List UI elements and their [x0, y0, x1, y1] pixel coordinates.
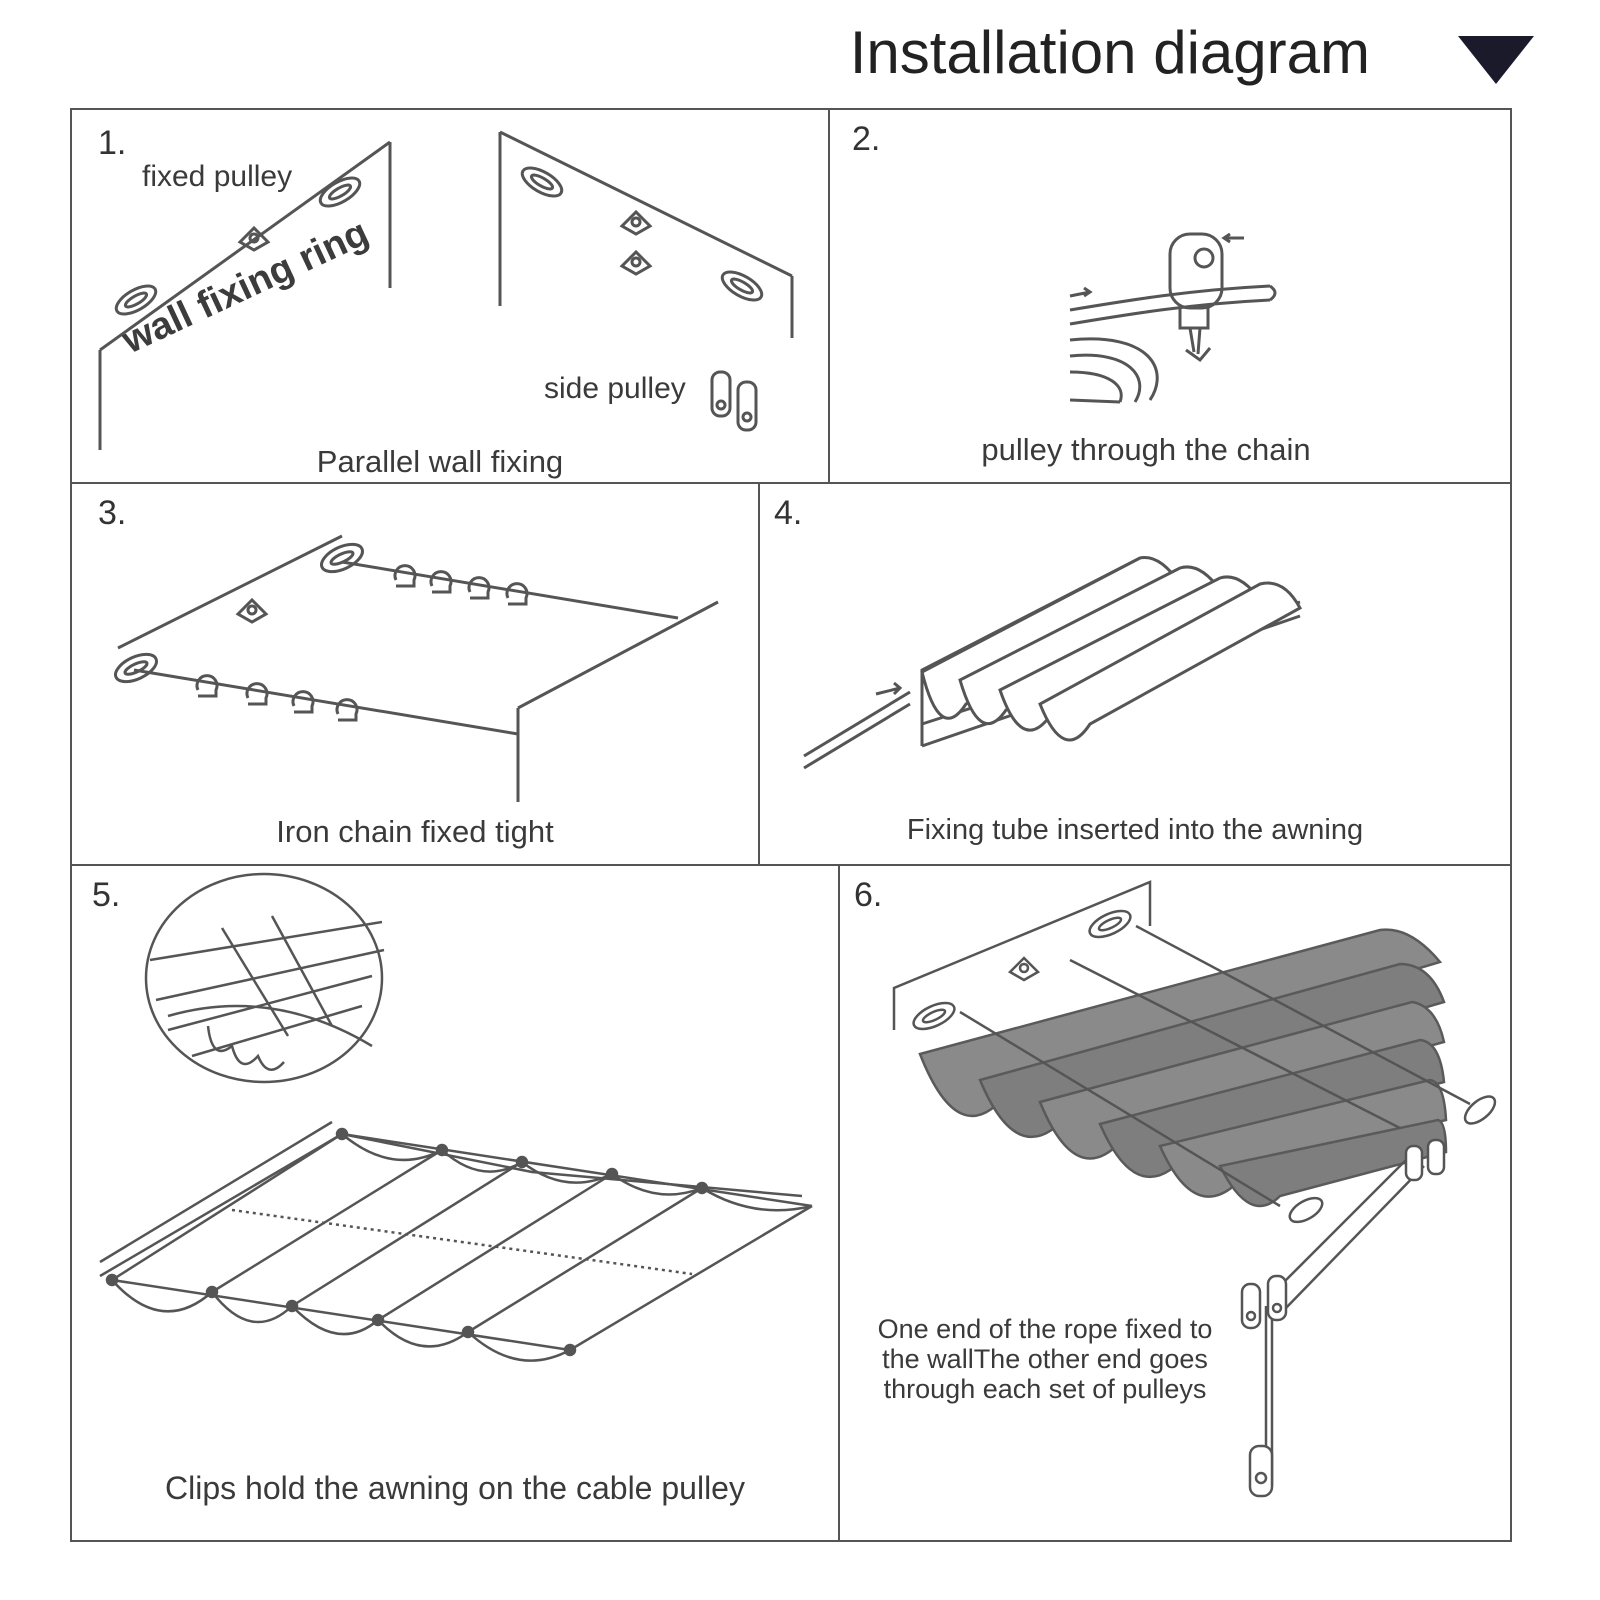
side-pulley-icon [710, 370, 758, 432]
step-caption: Parallel wall fixing [316, 444, 564, 479]
iron-chain-illustration [114, 534, 719, 802]
rope-pulley-illustration [892, 880, 1497, 1498]
rope-note-line: the wallThe other end goes [882, 1344, 1208, 1374]
clips-illustration [99, 872, 813, 1362]
header: Installation diagram [0, 0, 1600, 108]
fixed-pulley-icon [235, 597, 269, 624]
step-2-panel: 2. pulley through the chain [828, 108, 1512, 484]
diagram-title: Installation diagram [849, 19, 1370, 86]
step-4-panel: 4. Fixing tube inserted into the awning [758, 482, 1512, 866]
step-caption: Fixing tube inserted into the awning [906, 814, 1364, 846]
pulley-icon [1168, 232, 1224, 363]
fixed-pulley-icon [237, 209, 653, 276]
step-number: 2. [852, 120, 881, 158]
fixed-pulley-icon [1007, 956, 1041, 982]
step-number: 4. [774, 494, 803, 532]
rope-note-line: One end of the rope fixed to [877, 1314, 1213, 1344]
side-pulley-label: side pulley [544, 372, 686, 405]
wall-fixing-ring-icon [114, 542, 364, 684]
chain-clip-icon [195, 564, 529, 722]
wall-fixing-ring-icon [114, 166, 764, 316]
step-number: 6. [854, 876, 883, 914]
step-1-panel: 1. fixed [70, 108, 830, 484]
rope-note: One end of the rope fixed to the wallThe… [850, 1314, 1240, 1404]
side-pulley-icon [1240, 1138, 1446, 1498]
down-triangle-icon [1458, 36, 1534, 84]
awning-fold-icon [920, 556, 1303, 742]
fixing-tube-illustration [803, 556, 1303, 770]
magnifier-detail-icon [144, 872, 385, 1084]
step-3-panel: 3. [70, 482, 760, 866]
fixed-pulley-label: fixed pulley [142, 160, 293, 193]
clip-icon [105, 1127, 709, 1357]
wall-fixing-illustration [98, 130, 794, 450]
rope-note-line: through each set of pulleys [883, 1374, 1207, 1404]
step-6-panel: 6. [838, 864, 1512, 1542]
step-number: 5. [92, 876, 121, 914]
step-number: 1. [98, 124, 127, 162]
step-5-panel: 5. [70, 864, 840, 1542]
step-caption: Iron chain fixed tight [276, 814, 554, 849]
step-caption: Clips hold the awning on the cable pulle… [165, 1470, 745, 1506]
wall-fixing-ring-icon [912, 909, 1497, 1224]
step-caption: pulley through the chain [981, 432, 1311, 467]
pulley-chain-illustration [1069, 232, 1277, 404]
step-number: 3. [98, 494, 127, 532]
